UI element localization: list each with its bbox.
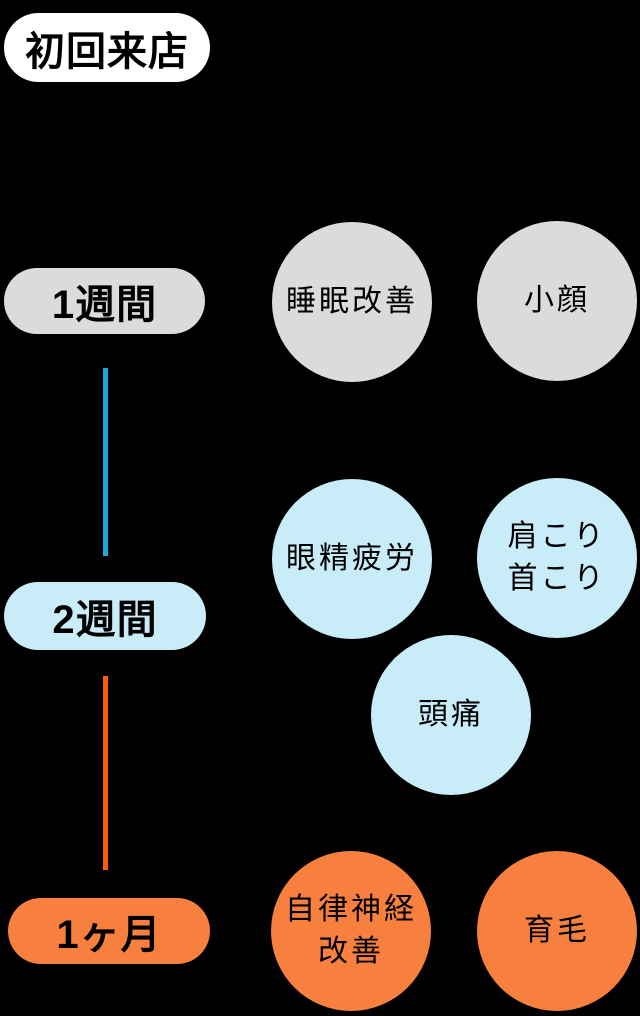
effect-circle-hair-growth: 育毛 <box>477 851 637 1011</box>
stage-pill-1-month: 1ヶ月 <box>8 898 210 964</box>
effect-circle-headache: 頭痛 <box>371 635 531 795</box>
timeline-connector-week1-week2 <box>103 368 108 556</box>
effect-circle-shoulder-neck-stiffness: 肩こり 首こり <box>477 478 637 638</box>
stage-pill-1-week: 1週間 <box>4 268 205 334</box>
effect-circle-sleep-improvement: 睡眠改善 <box>272 222 432 382</box>
stage-pill-2-weeks: 2週間 <box>4 582 206 650</box>
timeline-connector-week2-month1 <box>103 676 108 870</box>
first-visit-badge: 初回来店 <box>4 13 210 82</box>
effect-circle-autonomic-nerve-improvement: 自律神経 改善 <box>271 851 431 1011</box>
effect-circle-eye-strain: 眼精疲労 <box>272 479 432 639</box>
effect-circle-small-face: 小顔 <box>477 221 637 381</box>
